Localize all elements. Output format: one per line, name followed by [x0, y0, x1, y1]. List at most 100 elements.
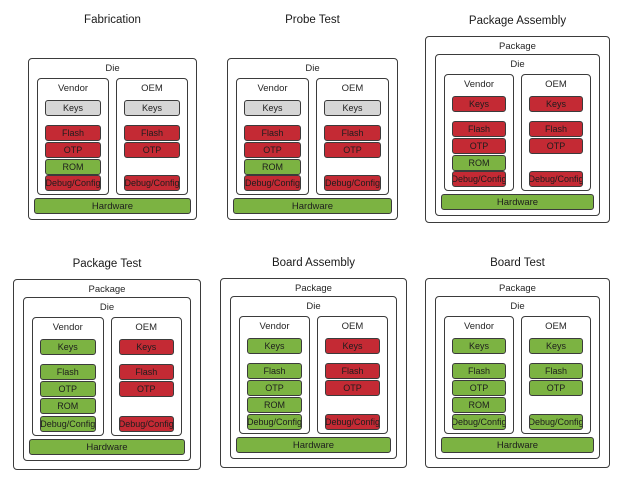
- vendor-keys-box: Keys: [244, 100, 301, 116]
- oem-label: OEM: [341, 321, 364, 332]
- oem-debug-config-box: Debug/Config: [325, 414, 380, 430]
- die-label: Die: [510, 59, 525, 70]
- hardware-bar: Hardware: [441, 194, 594, 210]
- oem-label: OEM: [545, 79, 567, 90]
- oem-column: OEM Keys Flash OTP Debug/Config: [317, 316, 388, 434]
- vendor-label: Vendor: [463, 79, 495, 90]
- vendor-memory-group: Flash OTP ROM: [452, 121, 506, 171]
- oem-memory-group: Flash OTP: [529, 121, 583, 154]
- vendor-memory-group: Flash OTP ROM: [452, 363, 506, 413]
- vendor-rom-box: ROM: [45, 159, 101, 175]
- vendor-flash-box: Flash: [45, 125, 101, 141]
- vendor-rom-box: ROM: [452, 397, 506, 413]
- oem-column: OEM Keys Flash OTP Debug/Config: [521, 316, 591, 434]
- stage-title: Fabrication: [84, 14, 141, 26]
- oem-label: OEM: [135, 322, 158, 333]
- package-label: Package: [295, 283, 332, 294]
- vendor-label: Vendor: [257, 83, 288, 94]
- die-columns: Vendor Keys Flash OTP ROM Debug/Config O…: [231, 314, 396, 434]
- oem-column: OEM Keys Flash OTP Debug/Config: [110, 317, 182, 436]
- oem-keys-box: Keys: [325, 338, 380, 354]
- vendor-memory-group: Flash OTP ROM: [247, 363, 302, 413]
- vendor-otp-box: OTP: [45, 142, 101, 158]
- die-box: Die Vendor Keys Flash OTP ROM Debug/Conf…: [435, 296, 600, 459]
- package-box: Package Die Vendor Keys Flash OTP ROM De…: [425, 36, 610, 223]
- die-columns: Vendor Keys Flash OTP ROM Debug/Config O…: [228, 76, 397, 195]
- vendor-debug-config-box: Debug/Config: [244, 175, 301, 191]
- stage-title: Package Assembly: [468, 15, 567, 27]
- vendor-rom-box: ROM: [244, 159, 301, 175]
- oem-memory-group: Flash OTP: [118, 364, 174, 397]
- vendor-rom-box: ROM: [452, 155, 506, 171]
- hardware-bar: Hardware: [29, 439, 185, 455]
- package-label: Package: [499, 283, 536, 294]
- vendor-otp-box: OTP: [40, 381, 96, 397]
- vendor-flash-box: Flash: [40, 364, 96, 380]
- vendor-flash-box: Flash: [452, 363, 506, 379]
- oem-column: OEM Keys Flash OTP Debug/Config: [116, 78, 188, 195]
- die-label: Die: [306, 301, 321, 312]
- oem-debug-config-box: Debug/Config: [324, 175, 381, 191]
- vendor-otp-box: OTP: [247, 380, 302, 396]
- stage-panel-probe-test: Probe Test Die Vendor Keys Flash OTP ROM…: [227, 14, 398, 220]
- vendor-column: Vendor Keys Flash OTP ROM Debug/Config: [444, 316, 514, 434]
- die-columns: Vendor Keys Flash OTP ROM Debug/Config O…: [436, 72, 599, 191]
- stage-title: Board Test: [490, 257, 545, 269]
- oem-memory-group: Flash OTP: [124, 125, 180, 158]
- die-label: Die: [510, 301, 525, 312]
- oem-debug-config-box: Debug/Config: [529, 414, 583, 430]
- package-box: Package Die Vendor Keys Flash OTP ROM De…: [220, 278, 407, 468]
- hardware-bar: Hardware: [233, 198, 392, 214]
- vendor-otp-box: OTP: [244, 142, 301, 158]
- stage-panel-fabrication: Fabrication Die Vendor Keys Flash OTP RO…: [28, 14, 197, 220]
- vendor-memory-group: Flash OTP ROM: [40, 364, 96, 414]
- die-columns: Vendor Keys Flash OTP ROM Debug/Config O…: [29, 76, 196, 195]
- vendor-column: Vendor Keys Flash OTP ROM Debug/Config: [444, 74, 514, 191]
- stage-panel-board-assembly: Board Assembly Package Die Vendor Keys F…: [220, 257, 407, 468]
- oem-flash-box: Flash: [124, 125, 180, 141]
- vendor-debug-config-box: Debug/Config: [40, 416, 96, 432]
- oem-otp-box: OTP: [325, 380, 380, 396]
- oem-label: OEM: [341, 83, 364, 94]
- hardware-bar: Hardware: [441, 437, 594, 453]
- package-label: Package: [499, 41, 536, 52]
- stage-title: Board Assembly: [271, 257, 356, 269]
- oem-memory-group: Flash OTP: [324, 125, 381, 158]
- vendor-keys-box: Keys: [452, 96, 506, 112]
- oem-keys-box: Keys: [324, 100, 381, 116]
- vendor-debug-config-box: Debug/Config: [452, 414, 506, 430]
- vendor-flash-box: Flash: [244, 125, 301, 141]
- oem-flash-box: Flash: [325, 363, 380, 379]
- vendor-debug-config-box: Debug/Config: [45, 175, 101, 191]
- vendor-label: Vendor: [57, 83, 89, 94]
- oem-flash-box: Flash: [529, 363, 583, 379]
- vendor-debug-config-box: Debug/Config: [247, 414, 302, 430]
- package-box: Package Die Vendor Keys Flash OTP ROM De…: [425, 278, 610, 468]
- oem-memory-group: Flash OTP: [325, 363, 380, 396]
- vendor-keys-box: Keys: [40, 339, 96, 355]
- oem-debug-config-box: Debug/Config: [118, 416, 174, 432]
- die-label: Die: [105, 63, 120, 74]
- oem-keys-box: Keys: [124, 100, 180, 116]
- oem-flash-box: Flash: [529, 121, 583, 137]
- vendor-column: Vendor Keys Flash OTP ROM Debug/Config: [236, 78, 309, 195]
- vendor-flash-box: Flash: [247, 363, 302, 379]
- oem-memory-group: Flash OTP: [529, 363, 583, 396]
- stage-panel-package-test: Package Test Package Die Vendor Keys Fla…: [13, 258, 201, 470]
- die-label: Die: [99, 302, 115, 313]
- vendor-otp-box: OTP: [452, 138, 506, 154]
- vendor-keys-box: Keys: [45, 100, 101, 116]
- vendor-memory-group: Flash OTP ROM: [244, 125, 301, 175]
- stage-panel-package-assembly: Package Assembly Package Die Vendor Keys…: [425, 15, 610, 223]
- hardware-bar: Hardware: [34, 198, 191, 214]
- package-box: Package Die Vendor Keys Flash OTP ROM De…: [13, 279, 201, 470]
- stage-title: Package Test: [72, 258, 142, 270]
- oem-otp-box: OTP: [529, 380, 583, 396]
- vendor-label: Vendor: [463, 321, 495, 332]
- oem-flash-box: Flash: [324, 125, 381, 141]
- vendor-flash-box: Flash: [452, 121, 506, 137]
- stage-panel-board-test: Board Test Package Die Vendor Keys Flash…: [425, 257, 610, 468]
- vendor-column: Vendor Keys Flash OTP ROM Debug/Config: [32, 317, 104, 436]
- vendor-rom-box: ROM: [40, 398, 96, 414]
- oem-debug-config-box: Debug/Config: [124, 175, 180, 191]
